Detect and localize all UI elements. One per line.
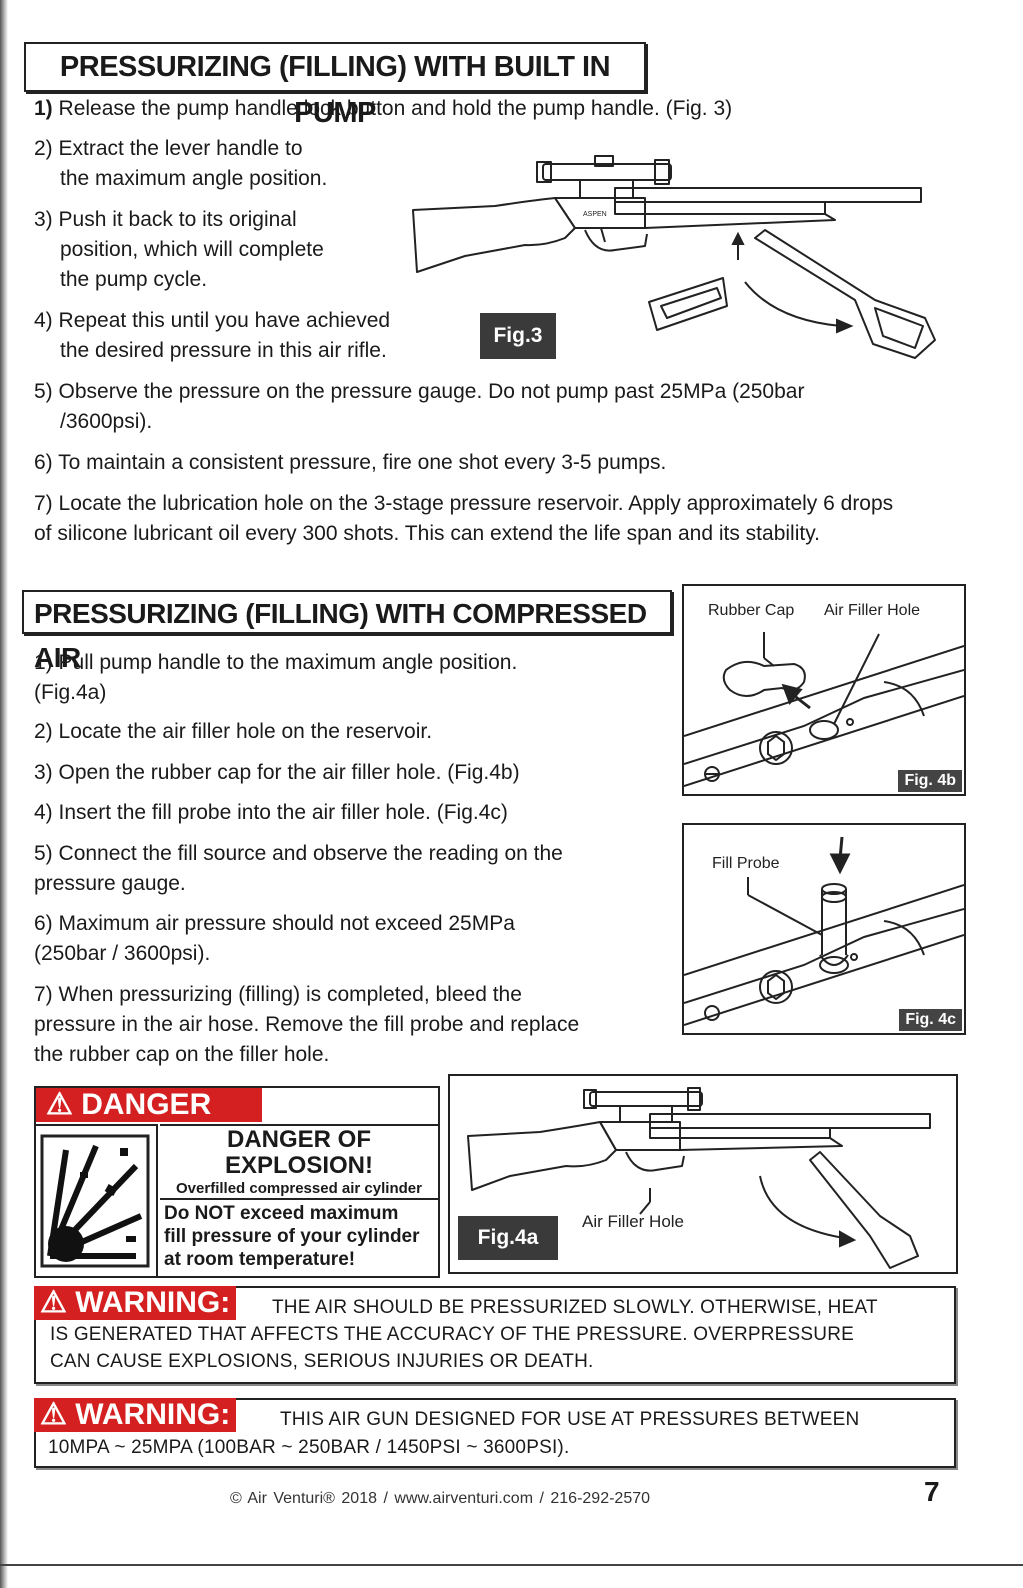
step1-6: 6) To maintain a consistent pressure, fi…	[34, 448, 666, 478]
warning1-badge: ⚠ WARNING:	[34, 1286, 237, 1320]
step-num: 7)	[34, 983, 53, 1006]
step-text: position, which will complete	[60, 238, 324, 261]
step-num: 6)	[34, 912, 53, 935]
warning2-line2: 10MPA ~ 25MPA (100BAR ~ 250BAR / 1450PSI…	[48, 1437, 570, 1458]
step-num: 1)	[34, 97, 53, 120]
danger-title-line1: DANGER OF	[227, 1126, 371, 1153]
step-text: /3600psi).	[60, 410, 153, 433]
step-text: the desired pressure in this air rifle.	[60, 339, 387, 362]
step-text: Open the rubber cap for the air filler h…	[52, 761, 520, 784]
danger-subtitle: Overfilled compressed air cylinder	[176, 1180, 422, 1197]
step-num: 4)	[34, 801, 53, 824]
step1-2: 2) Extract the lever handle to the maximu…	[34, 134, 327, 194]
danger-text-line: fill pressure of your cylinder	[164, 1226, 420, 1247]
step-text: (250bar / 3600psi).	[34, 942, 211, 965]
page-number: 7	[924, 1476, 940, 1507]
section2-heading: PRESSURIZING (FILLING) WITH COMPRESSED A…	[22, 590, 672, 673]
step-text: Connect the fill source and observe the …	[52, 842, 563, 865]
fig4c-probe-illustration	[684, 836, 964, 1026]
step-num: 3)	[34, 208, 53, 231]
warning2-line1: THIS AIR GUN DESIGNED FOR USE AT PRESSUR…	[280, 1409, 860, 1430]
step-num: 5)	[34, 842, 53, 865]
step-text: To maintain a consistent pressure, fire …	[52, 451, 667, 474]
air-filler-hole-label: Air Filler Hole	[824, 602, 921, 619]
step-num: 4)	[34, 309, 53, 332]
step2-2: 2) Locate the air filler hole on the res…	[34, 717, 432, 747]
step-text: Insert the fill probe into the air fille…	[52, 801, 508, 824]
footer-copyright: © Air Venturi® 2018 / www.airventuri.com…	[230, 1490, 651, 1507]
fig4c-tag: Fig. 4c	[899, 1009, 962, 1031]
warning1-line2: IS GENERATED THAT AFFECTS THE ACCURACY O…	[50, 1324, 855, 1345]
step2-5: 5) Connect the fill source and observe t…	[34, 839, 563, 899]
step-text: (Fig.4a)	[34, 681, 107, 704]
warning1-box: ⚠ WARNING: THE AIR SHOULD BE PRESSURIZED…	[34, 1286, 956, 1384]
step-text: the pump cycle.	[60, 268, 208, 291]
fig4a-box: Fig.4a Air Filler Hole	[448, 1074, 958, 1274]
step2-4: 4) Insert the fill probe into the air fi…	[34, 798, 508, 828]
step-num: 2)	[34, 137, 53, 160]
fig4a-tag: Fig.4a	[458, 1216, 558, 1260]
danger-heading: DANGER OF EXPLOSION! Overfilled compress…	[160, 1124, 438, 1200]
fig3-label: Fig.3	[480, 313, 556, 359]
step-text: Repeat this until you have achieved	[52, 309, 391, 332]
step-num: 3)	[34, 761, 53, 784]
step-text: the rubber cap on the filler hole.	[34, 1043, 330, 1066]
warning2-box: ⚠ WARNING: THIS AIR GUN DESIGNED FOR USE…	[34, 1398, 956, 1468]
step-text: Observe the pressure on the pressure gau…	[52, 380, 805, 403]
step-text: pressure gauge.	[34, 872, 186, 895]
step-text: the maximum angle position.	[60, 167, 328, 190]
step1-7: 7) Locate the lubrication hole on the 3-…	[34, 489, 893, 549]
warning2-badge: ⚠ WARNING:	[34, 1398, 237, 1432]
step-text: Pull pump handle to the maximum angle po…	[52, 651, 518, 674]
section1-heading: PRESSURIZING (FILLING) WITH BUILT IN PUM…	[24, 42, 646, 129]
step-text: Push it back to its original	[52, 208, 297, 231]
step2-7: 7) When pressurizing (filling) is comple…	[34, 980, 579, 1070]
step1-4: 4) Repeat this until you have achieved th…	[34, 306, 390, 366]
fig4b-tag: Fig. 4b	[898, 770, 962, 792]
step2-3: 3) Open the rubber cap for the air fille…	[34, 758, 520, 788]
fig3-rifle-illustration: ASPEN	[412, 155, 936, 359]
step-num: 6)	[34, 451, 53, 474]
step2-1: 1) Pull pump handle to the maximum angle…	[34, 648, 517, 708]
step-text: Release the pump handle lock button and …	[52, 97, 733, 120]
warning1-line1: THE AIR SHOULD BE PRESSURIZED SLOWLY. OT…	[272, 1297, 878, 1318]
danger-text-line: at room temperature!	[164, 1249, 356, 1270]
step-num: 2)	[34, 720, 53, 743]
step1-1: 1) Release the pump handle lock button a…	[34, 94, 732, 124]
warning1-line3: CAN CAUSE EXPLOSIONS, SERIOUS INJURIES O…	[50, 1351, 594, 1372]
step-num: 1)	[34, 651, 53, 674]
danger-instruction: Do NOT exceed maximum fill pressure of y…	[164, 1202, 436, 1271]
fig4a-air-filler-hole-label: Air Filler Hole	[582, 1212, 685, 1231]
step-text: pressure in the air hose. Remove the fil…	[34, 1013, 580, 1036]
step-text: Extract the lever handle to	[52, 137, 303, 160]
danger-box: ⚠ DANGER DANGER OF EXPLOSION! Overfilled…	[34, 1086, 440, 1278]
step-text: Maximum air pressure should not exceed 2…	[52, 912, 515, 935]
step-text: of silicone lubricant oil every 300 shot…	[34, 522, 820, 545]
rifle-brand: ASPEN	[583, 211, 607, 218]
step2-6: 6) Maximum air pressure should not excee…	[34, 909, 515, 969]
danger-badge: ⚠ DANGER	[36, 1088, 262, 1122]
page-edge-shadow	[0, 0, 8, 1588]
step-num: 5)	[34, 380, 53, 403]
step-text: Locate the air filler hole on the reserv…	[52, 720, 433, 743]
fig4c-box: Fill Probe Fig. 4c	[682, 823, 966, 1035]
step-num: 7)	[34, 492, 53, 515]
page-bottom-edge	[0, 1564, 1023, 1566]
fill-probe-label: Fill Probe	[712, 855, 780, 872]
step-text: Locate the lubrication hole on the 3-sta…	[52, 492, 894, 515]
fig4b-box: Rubber Cap Air Filler Hole Fig. 4b	[682, 584, 966, 796]
explosion-icon	[36, 1124, 158, 1276]
fig4a-rifle-illustration	[467, 1087, 931, 1269]
fig4b-reservoir-illustration	[684, 632, 964, 787]
danger-title-line2: EXPLOSION!	[224, 1152, 374, 1179]
danger-text-line: Do NOT exceed maximum	[164, 1203, 399, 1224]
step1-5: 5) Observe the pressure on the pressure …	[34, 377, 804, 437]
rubber-cap-label: Rubber Cap	[708, 602, 795, 619]
step-text: When pressurizing (filling) is completed…	[52, 983, 522, 1006]
step1-3: 3) Push it back to its original position,…	[34, 205, 324, 295]
